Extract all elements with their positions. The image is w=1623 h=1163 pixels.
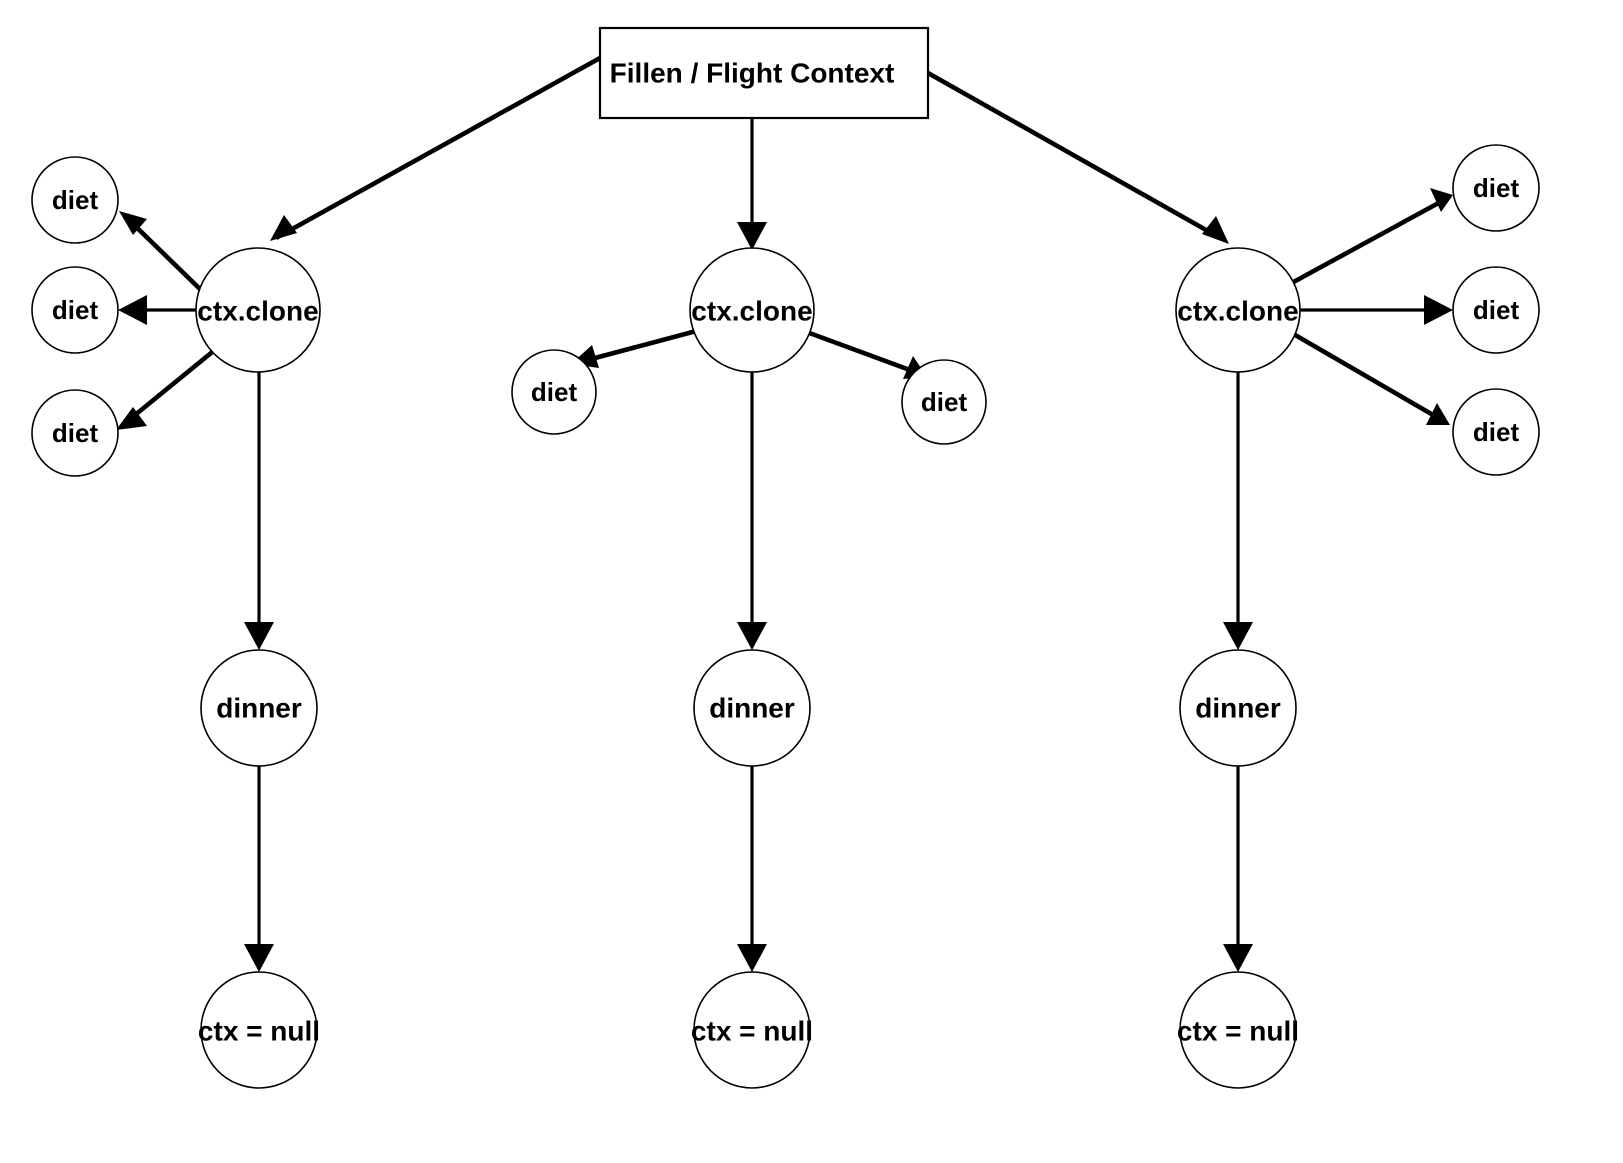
node-left-ctx-null[interactable]: ctx = null	[198, 971, 320, 1089]
node-label: ctx = null	[198, 1016, 320, 1047]
node-label: dinner	[1195, 693, 1281, 724]
node-right-ctx-null[interactable]: ctx = null	[1177, 971, 1299, 1089]
branch-left: diet diet diet ctx.clone dinner ctx = nu…	[31, 156, 321, 1089]
node-label: ctx = null	[691, 1016, 813, 1047]
node-right-diet-2[interactable]: diet	[1452, 266, 1540, 354]
node-middle-ctx-clone[interactable]: ctx.clone	[689, 247, 815, 373]
node-label: diet	[52, 185, 99, 215]
node-middle-ctx-null[interactable]: ctx = null	[691, 971, 813, 1089]
edge-middle-clone-to-dinner	[737, 372, 767, 650]
node-middle-diet-2[interactable]: diet	[901, 359, 987, 445]
node-label: ctx.clone	[197, 296, 318, 327]
node-label: dinner	[216, 693, 302, 724]
node-right-diet-1[interactable]: diet	[1452, 144, 1540, 232]
branch-middle: diet diet ctx.clone dinner ctx = null	[511, 247, 987, 1089]
node-label: diet	[52, 295, 99, 325]
node-left-ctx-clone[interactable]: ctx.clone	[195, 247, 321, 373]
node-label: diet	[1473, 173, 1520, 203]
root-label: Fillen / Flight Context	[610, 58, 895, 89]
edge-right-clone-to-diet-3	[1288, 330, 1450, 425]
edge-root-to-right-clone	[926, 70, 1229, 244]
node-label: ctx = null	[1177, 1016, 1299, 1047]
node-left-diet-1[interactable]: diet	[31, 156, 119, 244]
edge-left-dinner-to-terminal	[244, 766, 274, 972]
edge-left-clone-to-dinner	[244, 372, 274, 650]
edge-right-dinner-to-terminal	[1223, 766, 1253, 972]
node-middle-diet-1[interactable]: diet	[511, 349, 597, 435]
node-right-dinner[interactable]: dinner	[1179, 649, 1297, 767]
node-label: diet	[531, 377, 578, 407]
edge-right-clone-to-diet-2	[1300, 295, 1453, 325]
node-left-diet-2[interactable]: diet	[31, 266, 119, 354]
node-label: diet	[921, 387, 968, 417]
node-label: ctx.clone	[691, 296, 812, 327]
node-label: ctx.clone	[1177, 296, 1298, 327]
edge-middle-dinner-to-terminal	[737, 766, 767, 972]
branch-right: diet diet diet ctx.clone dinner ctx = nu…	[1175, 144, 1540, 1089]
node-left-dinner[interactable]: dinner	[200, 649, 318, 767]
node-right-diet-3[interactable]: diet	[1452, 388, 1540, 476]
node-root-flight-context[interactable]: Fillen / Flight Context	[598, 26, 930, 120]
edge-right-clone-to-diet-1	[1286, 188, 1453, 288]
node-middle-dinner[interactable]: dinner	[693, 649, 811, 767]
node-label: diet	[1473, 295, 1520, 325]
edge-middle-clone-to-diet-2	[803, 328, 927, 379]
edge-root-to-left-clone	[270, 55, 602, 241]
node-label: diet	[1473, 417, 1520, 447]
node-left-diet-3[interactable]: diet	[31, 389, 119, 477]
node-label: diet	[52, 418, 99, 448]
edge-root-to-middle-clone	[737, 118, 767, 250]
edge-right-clone-to-dinner	[1223, 372, 1253, 650]
node-label: dinner	[709, 693, 795, 724]
edge-middle-clone-to-diet-1	[571, 327, 701, 368]
node-right-ctx-clone[interactable]: ctx.clone	[1175, 247, 1301, 373]
